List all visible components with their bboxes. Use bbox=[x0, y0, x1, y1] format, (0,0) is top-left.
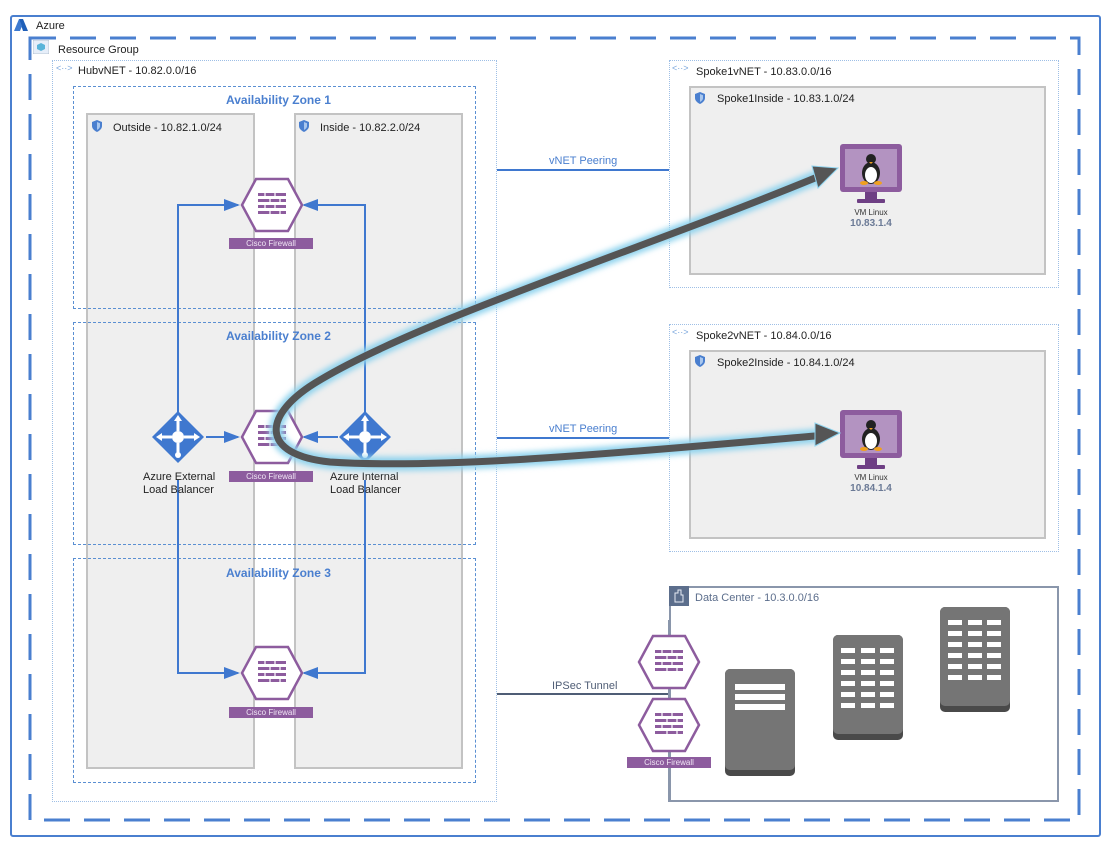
spoke1-subnet-label: Spoke1Inside - 10.83.1.0/24 bbox=[717, 93, 855, 105]
load-balancer-icon[interactable] bbox=[337, 409, 393, 465]
linux-vm-icon[interactable] bbox=[839, 409, 903, 471]
firewall-1-label: Cisco Firewall bbox=[229, 238, 313, 249]
server-icon bbox=[725, 669, 795, 776]
datacenter-label: Data Center - 10.3.0.0/16 bbox=[695, 592, 820, 604]
spoke1-vnet-boundary bbox=[669, 60, 1059, 288]
internal-lb-label-1: Azure Internal bbox=[330, 471, 399, 483]
vnet-icon: <··> bbox=[56, 63, 73, 73]
spoke2-vm-ip: 10.84.1.4 bbox=[850, 483, 892, 494]
subnet-outside-label: Outside - 10.82.1.0/24 bbox=[113, 122, 222, 134]
server-rack-icon bbox=[833, 635, 903, 740]
vnet-icon: <··> bbox=[672, 63, 689, 73]
datacenter-firewall-label: Cisco Firewall bbox=[627, 757, 711, 768]
availability-zone-2 bbox=[73, 322, 476, 545]
firewall-icon[interactable] bbox=[240, 645, 304, 701]
firewall-icon[interactable] bbox=[240, 177, 304, 233]
resource-group-icon bbox=[33, 40, 49, 54]
ipsec-label: IPSec Tunnel bbox=[552, 680, 618, 692]
server-rack-icon bbox=[940, 607, 1010, 712]
peering-2-label: vNET Peering bbox=[549, 423, 618, 435]
availability-zone-3-label: Availability Zone 3 bbox=[226, 566, 331, 580]
shield-icon bbox=[299, 120, 309, 132]
spoke2-subnet-label: Spoke2Inside - 10.84.1.0/24 bbox=[717, 357, 855, 369]
spoke2-vnet-label: Spoke2vNET - 10.84.0.0/16 bbox=[696, 330, 832, 342]
firewall-2-label: Cisco Firewall bbox=[229, 471, 313, 482]
linux-vm-icon[interactable] bbox=[839, 143, 903, 205]
subnet-inside-label: Inside - 10.82.2.0/24 bbox=[320, 122, 421, 134]
spoke2-vm-label: VM Linux bbox=[854, 473, 888, 482]
spoke2-vnet-boundary bbox=[669, 324, 1059, 552]
firewall-icon[interactable] bbox=[637, 634, 701, 690]
hub-vnet-boundary bbox=[52, 60, 497, 802]
load-balancer-icon[interactable] bbox=[150, 409, 206, 465]
azure-label: Azure bbox=[36, 20, 65, 32]
external-lb-label-2: Load Balancer bbox=[143, 484, 214, 496]
resource-group-label: Resource Group bbox=[58, 44, 139, 56]
firewall-icon[interactable] bbox=[637, 697, 701, 753]
external-lb-label-1: Azure External bbox=[143, 471, 216, 483]
availability-zone-1 bbox=[73, 86, 476, 309]
spoke1-vnet-label: Spoke1vNET - 10.83.0.0/16 bbox=[696, 66, 832, 78]
shield-icon bbox=[92, 120, 102, 132]
azure-logo-icon bbox=[14, 19, 28, 31]
shield-icon bbox=[695, 355, 705, 367]
availability-zone-1-label: Availability Zone 1 bbox=[226, 93, 331, 107]
vnet-icon: <··> bbox=[672, 327, 689, 337]
azure-boundary bbox=[10, 15, 1101, 837]
spoke1-vm-label: VM Linux bbox=[854, 208, 888, 217]
hub-vnet-label: HubvNET - 10.82.0.0/16 bbox=[78, 65, 197, 77]
peering-1-label: vNET Peering bbox=[549, 155, 618, 167]
availability-zone-2-label: Availability Zone 2 bbox=[226, 329, 331, 343]
spoke1-vm-ip: 10.83.1.4 bbox=[850, 218, 892, 229]
shield-icon bbox=[695, 92, 705, 104]
firewall-3-label: Cisco Firewall bbox=[229, 707, 313, 718]
availability-zone-3 bbox=[73, 558, 476, 783]
internal-lb-label-2: Load Balancer bbox=[330, 484, 401, 496]
building-icon bbox=[669, 586, 689, 606]
